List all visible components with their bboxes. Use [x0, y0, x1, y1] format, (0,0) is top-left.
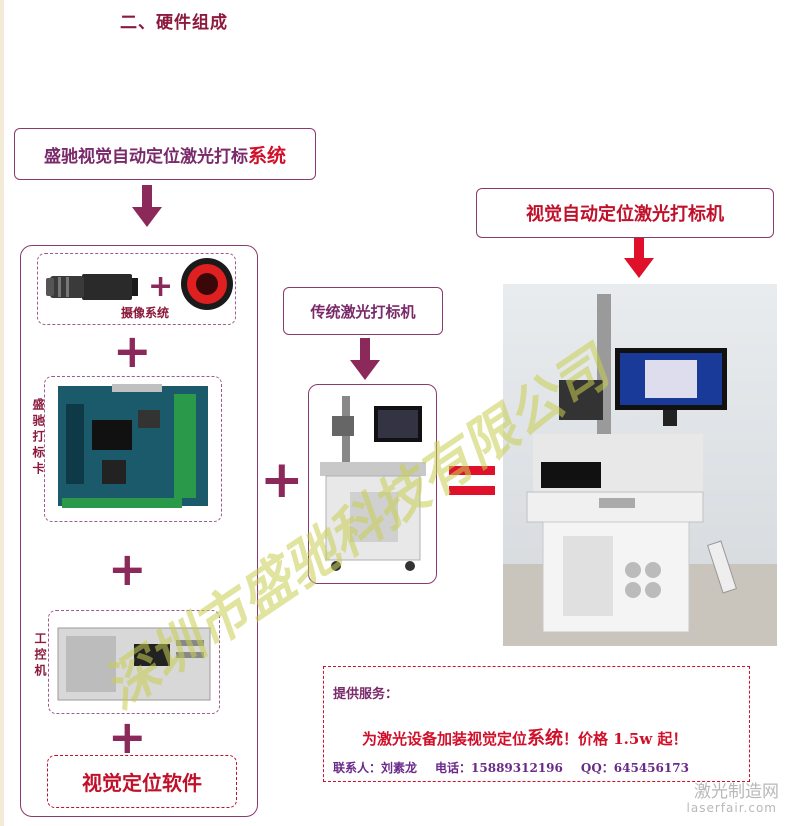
system-title-text: 盛驰视觉自动定位激光打标	[43, 146, 248, 167]
service-box	[323, 666, 750, 782]
arrow-down-icon	[624, 238, 654, 278]
vision-software-box: 视觉定位软件	[47, 755, 237, 808]
ipc-box	[48, 610, 220, 714]
left-border	[0, 0, 4, 826]
site-url: laserfair.com	[686, 801, 777, 815]
service-offer: 为激光设备加装视觉定位系统！价格 1.5w 起！	[362, 724, 687, 750]
service-offer-pre: 为激光设备加装视觉定位	[362, 730, 528, 748]
service-offer-highlight: 系统	[527, 728, 564, 749]
ipc-label: 工控机	[33, 632, 47, 680]
arrow-down-icon	[350, 338, 380, 380]
vision-machine-photo	[503, 284, 777, 646]
board-label: 盛驰打标卡	[31, 398, 45, 478]
service-offer-post: ！价格 1.5w 起！	[563, 730, 688, 748]
contact-person: 联系人：刘素龙	[333, 761, 418, 775]
board-box	[44, 376, 222, 522]
contact-row: 联系人：刘素龙 电话：15889312196 QQ：645456173	[333, 759, 707, 776]
control-board-icon	[58, 384, 208, 508]
plus-icon: +	[108, 710, 147, 764]
components-group	[20, 245, 258, 817]
camera-system-box	[37, 253, 236, 325]
plus-icon: +	[260, 450, 304, 510]
system-title-highlight: 系统	[247, 144, 286, 167]
arrow-down-icon	[132, 185, 162, 227]
equals-bar-top	[449, 466, 495, 475]
service-label: 提供服务：	[333, 687, 399, 702]
site-name: 激光制造网	[694, 782, 779, 802]
industrial-pc-icon	[57, 627, 211, 701]
traditional-machine-box	[308, 384, 437, 584]
camera-icon	[46, 274, 138, 300]
section-heading: 二、硬件组成	[120, 13, 228, 33]
equals-bar-bottom	[449, 486, 495, 495]
plus-icon: +	[148, 269, 174, 304]
company-watermark: 深圳市盛驰科技有限公司	[91, 332, 624, 721]
traditional-machine-title: 传统激光打标机	[283, 287, 443, 335]
watermark-text: 深圳市盛驰科技有限公司	[91, 332, 624, 721]
vision-machine-title: 视觉自动定位激光打标机	[476, 188, 774, 238]
ring-light-icon	[181, 258, 233, 310]
camera-caption: 摄像系统	[121, 306, 170, 320]
contact-qq: QQ：645456173	[580, 761, 689, 775]
system-title-box: 盛驰视觉自动定位激光打标系统	[14, 128, 316, 180]
laser-machine-icon	[320, 396, 426, 571]
plus-icon: +	[113, 324, 152, 378]
plus-icon: +	[108, 542, 147, 596]
vision-machine-illustration	[503, 294, 777, 646]
contact-phone: 电话：15889312196	[435, 761, 563, 775]
